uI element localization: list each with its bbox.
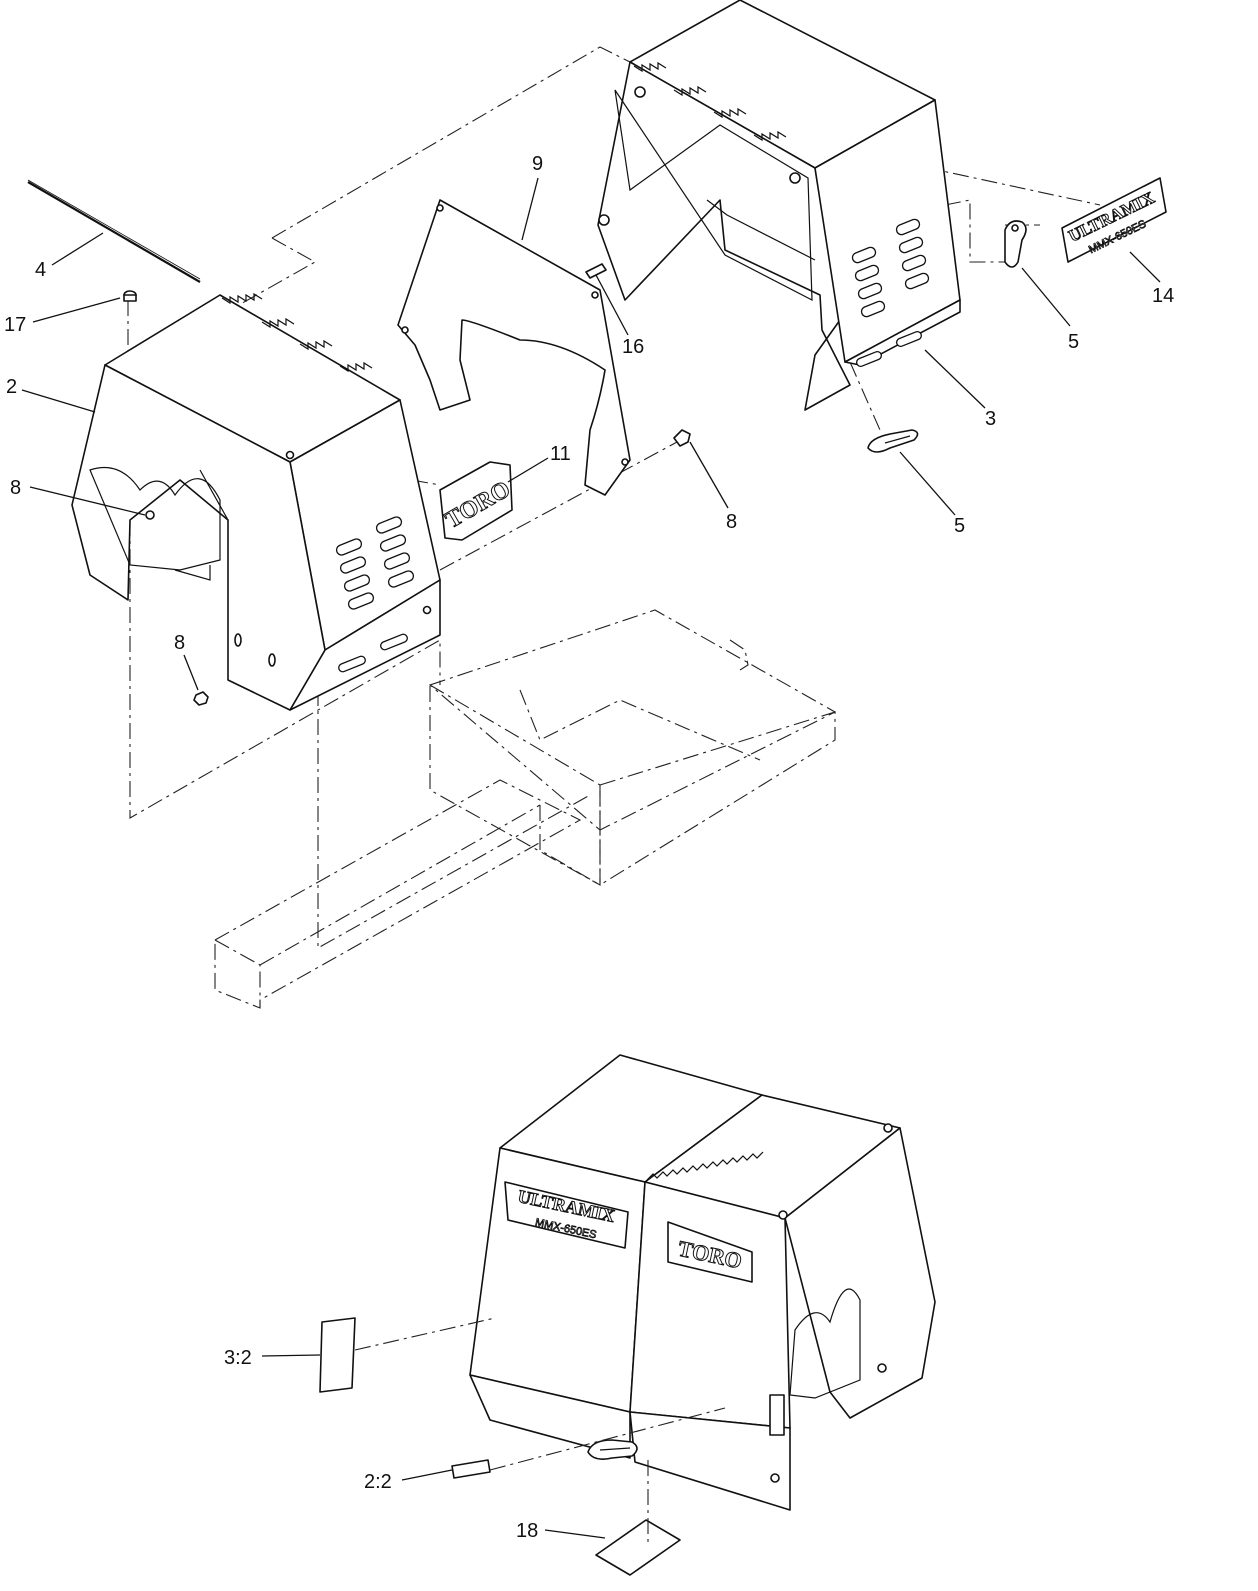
assembly-lines-upper	[127, 46, 1101, 949]
left-cover-hinge	[221, 292, 373, 373]
part-2-left-cover	[71, 292, 441, 711]
assembled-hinge	[646, 1151, 764, 1181]
callout-11: 11	[550, 443, 571, 465]
callout-2: 2	[6, 376, 17, 398]
callout-8-left: 8	[10, 477, 21, 499]
part-5-latch-upper	[1004, 220, 1027, 268]
callout-17: 17	[4, 314, 26, 336]
callout-8-right: 8	[726, 511, 737, 533]
part-17-plug	[123, 290, 137, 302]
part-14-ultramix-decal: ULTRAMIX MMX-650ES	[1061, 177, 1167, 263]
callout-14: 14	[1152, 285, 1174, 307]
part-8-bolt-right	[673, 429, 691, 447]
part-3-right-cover	[597, 0, 961, 411]
left-cover-vents	[335, 516, 415, 673]
callout-5-lower: 5	[954, 515, 965, 537]
callout-5-upper: 5	[1068, 331, 1079, 353]
callout-18: 18	[516, 1520, 538, 1542]
leader-lines-upper	[21, 177, 1161, 691]
part-4-hinge-rod	[27, 179, 201, 283]
callout-2-2: 2:2	[364, 1471, 392, 1493]
part-16-clip	[585, 263, 607, 279]
callout-labels: 4 17 2 8 8 9 11 16 8 3 5 5 14 3:2 2:2 18	[4, 153, 1174, 1542]
assembled-cover-view: ULTRAMIX MMX-650ES TORO	[261, 1054, 936, 1576]
callout-8-bottom: 8	[174, 632, 185, 654]
callout-9: 9	[532, 153, 543, 175]
part-5-latch-lower	[867, 429, 919, 453]
callout-16: 16	[622, 336, 644, 358]
frame-chassis	[214, 609, 837, 1009]
right-cover-vents	[851, 218, 930, 368]
part-11-toro-decal: TORO	[439, 461, 515, 541]
callout-4: 4	[35, 259, 46, 281]
callout-3-2: 3:2	[224, 1347, 252, 1369]
callout-3: 3	[985, 408, 996, 430]
part-8-bolt-lower	[193, 691, 209, 706]
part-9-gasket-panel	[397, 199, 631, 496]
